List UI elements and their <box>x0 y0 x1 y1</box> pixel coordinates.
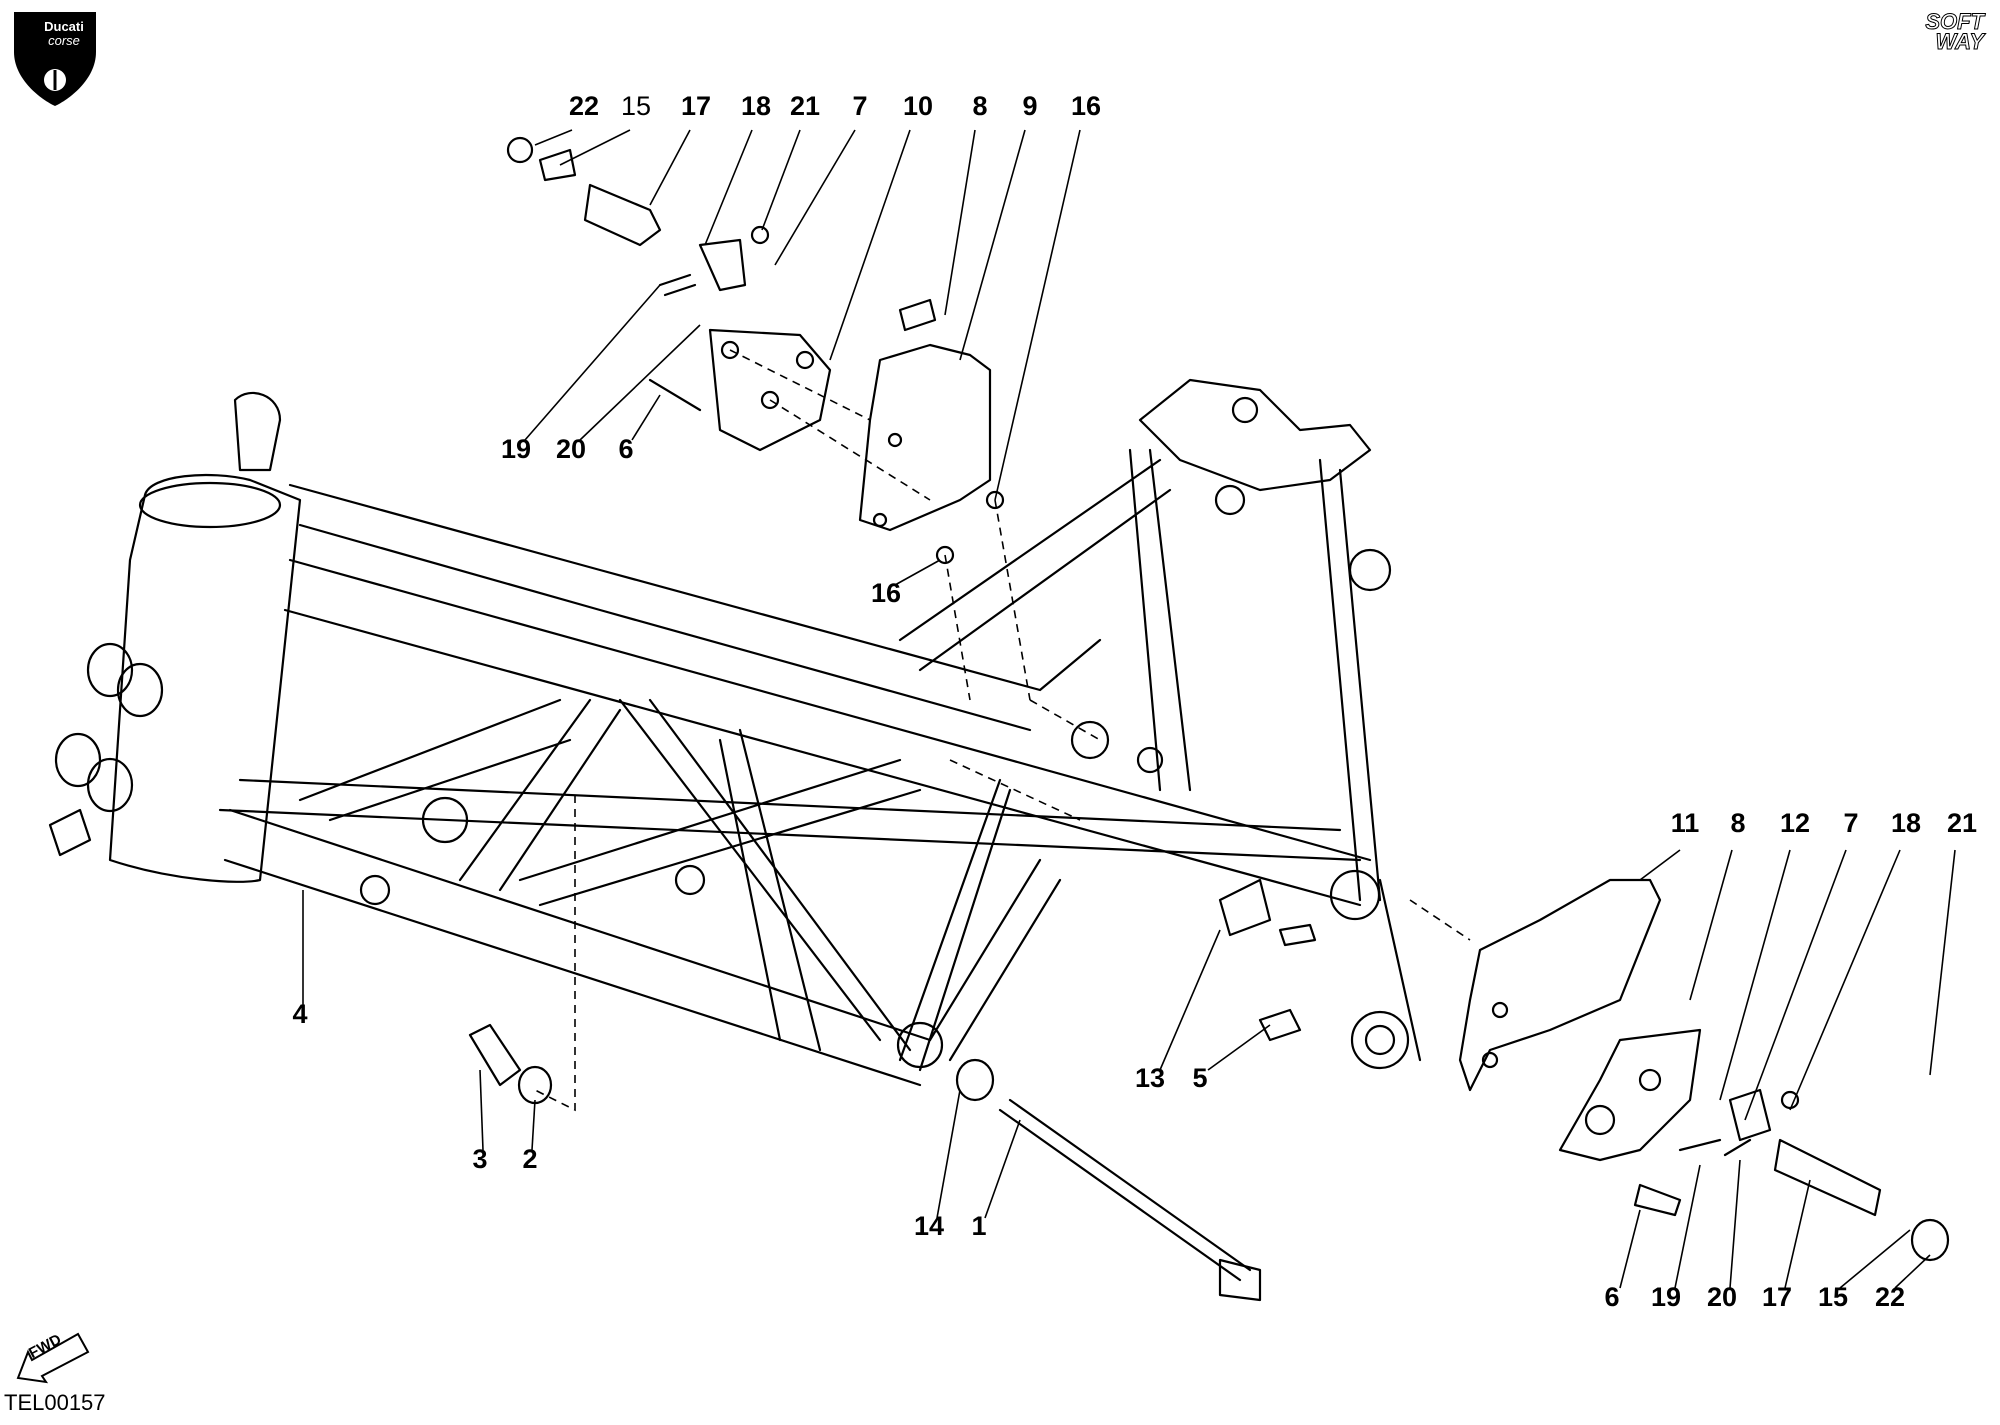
callout-16: 16 <box>871 578 901 608</box>
callout-17: 17 <box>681 91 711 121</box>
callout-1: 1 <box>971 1211 986 1241</box>
callout-20: 20 <box>556 434 586 464</box>
swingarm-axle <box>998 1098 1252 1282</box>
top-rail <box>288 483 1102 692</box>
callout-6: 6 <box>618 434 633 464</box>
callout-12: 12 <box>1780 808 1810 838</box>
callout-16: 16 <box>1071 91 1101 121</box>
callout-18: 18 <box>1891 808 1921 838</box>
callout-15: 15 <box>1818 1282 1848 1312</box>
callout-8: 8 <box>1730 808 1745 838</box>
upper-footpeg <box>583 183 662 247</box>
lower-tube <box>228 808 932 1042</box>
lower-bracket <box>1558 1028 1702 1162</box>
callout-8: 8 <box>972 91 987 121</box>
logo-wordmark: Ducati corse <box>30 20 98 48</box>
leader-lines <box>302 129 1956 1289</box>
callout-22: 22 <box>569 91 599 121</box>
callout-11: 11 <box>1671 808 1700 838</box>
callout-6: 6 <box>1604 1282 1619 1312</box>
callout-22: 22 <box>1875 1282 1905 1312</box>
upper-bracket <box>708 328 832 452</box>
callout-13: 13 <box>1135 1063 1165 1093</box>
callout-4: 4 <box>292 999 307 1029</box>
lower-footpeg <box>1773 1138 1882 1217</box>
callout-15: 15 <box>621 91 651 121</box>
lower-heel-guard <box>1458 878 1662 1092</box>
truss-diagonals <box>298 698 1062 1072</box>
callout-2: 2 <box>522 1144 537 1174</box>
callout-19: 19 <box>1651 1282 1681 1312</box>
steering-head-top <box>138 481 282 529</box>
upper-heel-guard <box>858 343 992 532</box>
callout-3: 3 <box>472 1144 487 1174</box>
forward-arrow-icon <box>16 1332 90 1384</box>
callout-18: 18 <box>741 91 771 121</box>
callout-10: 10 <box>903 91 933 121</box>
top-tube-upper <box>288 558 1372 862</box>
callout-7: 7 <box>852 91 867 121</box>
callout-20: 20 <box>1707 1282 1737 1312</box>
frame-drawing <box>48 136 1950 1302</box>
drawing-reference: TEL00157 <box>4 1390 106 1415</box>
callout-5: 5 <box>1192 1063 1207 1093</box>
ducati-corse-logo: Ducati corse <box>8 2 102 108</box>
logo-line-2: corse <box>48 33 80 48</box>
rear-mount <box>1138 378 1372 492</box>
callout-14: 14 <box>914 1211 944 1241</box>
steering-head <box>108 473 302 883</box>
callout-21: 21 <box>1947 808 1977 838</box>
callout-21: 21 <box>790 91 820 121</box>
callout-19: 19 <box>501 434 531 464</box>
logo-line-1: Ducati <box>44 19 84 34</box>
vendor-line-1: SOFT <box>1925 9 1985 34</box>
vendor-line-2: WAY <box>1935 29 1984 54</box>
callout-17: 17 <box>1762 1282 1792 1312</box>
callout-7: 7 <box>1843 808 1858 838</box>
callout-9: 9 <box>1022 91 1037 121</box>
softway-logo: SOFT WAY <box>1925 9 1985 54</box>
